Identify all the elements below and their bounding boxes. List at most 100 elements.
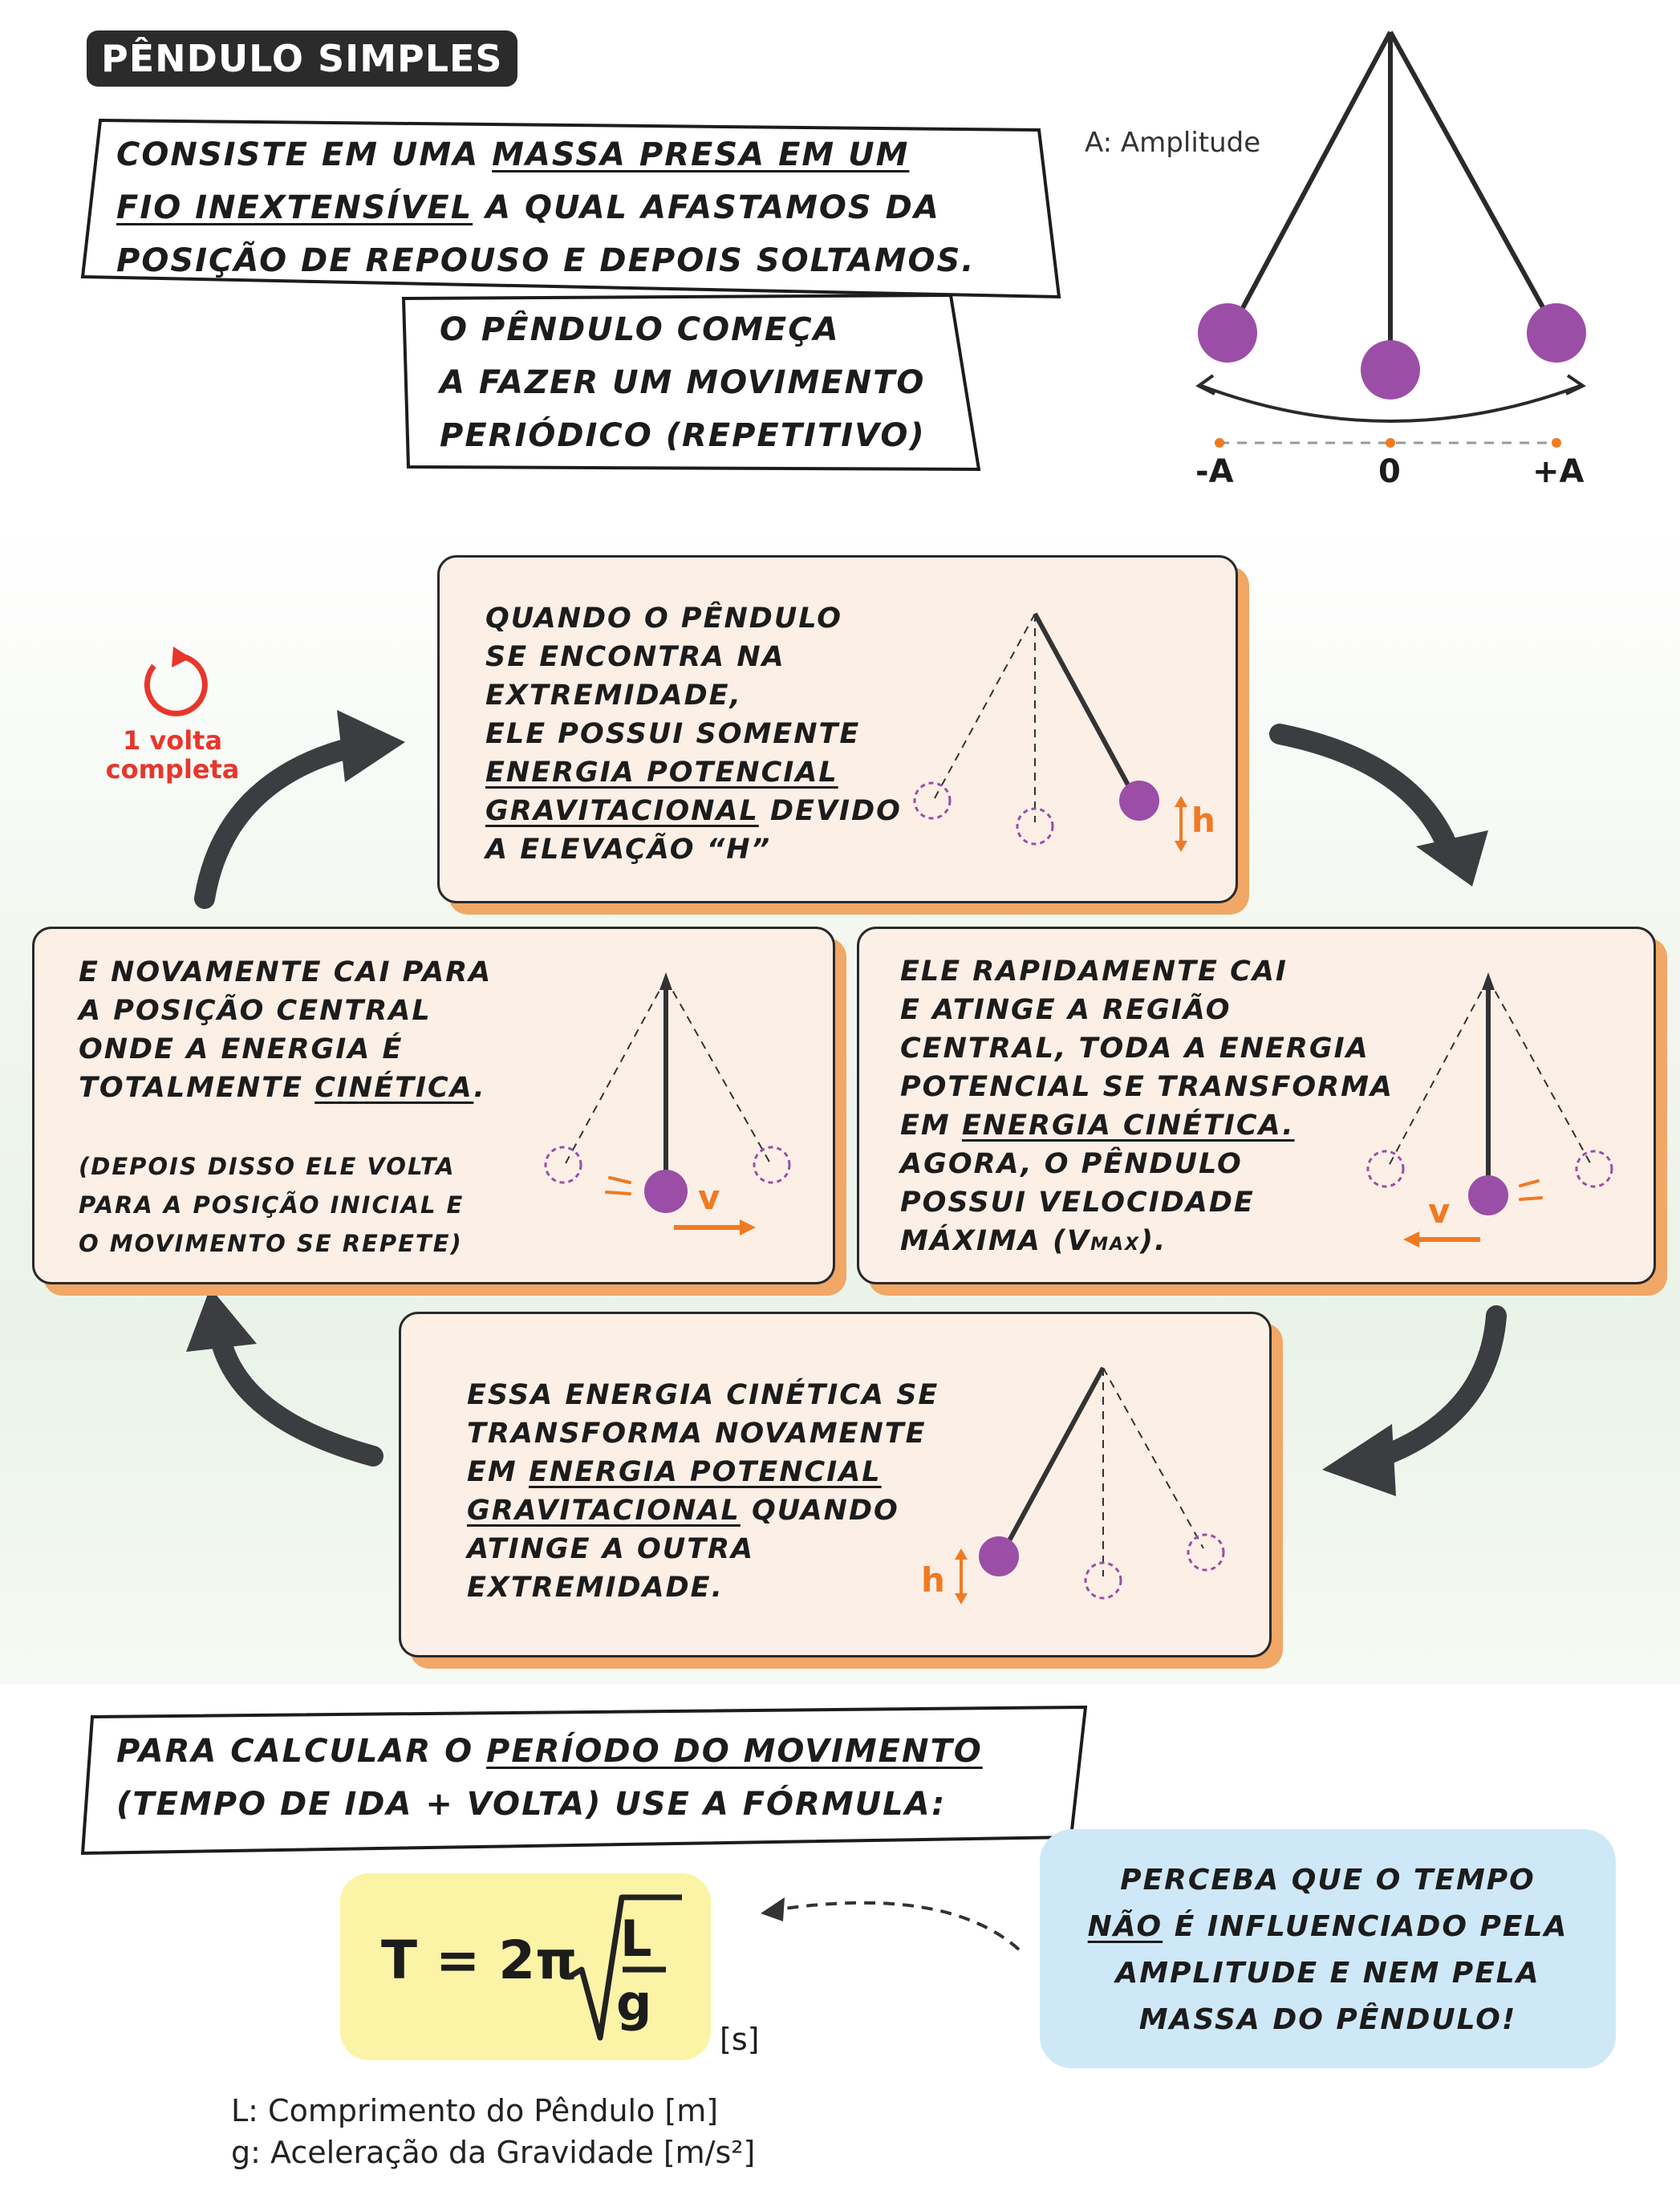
definition-highlight-string: fio inextensível xyxy=(116,189,473,226)
note-line2-end: é influenciado pela xyxy=(1163,1910,1568,1943)
card-left-pendulum xyxy=(544,972,791,1235)
period-line1-highlight: período do movimento xyxy=(486,1733,983,1770)
card-right-line8-start: máxima (V xyxy=(900,1225,1091,1257)
card-bottom-line5: atinge a outra xyxy=(467,1533,755,1565)
card-bottom-line2: transforma novamente xyxy=(467,1418,927,1450)
card-top-line2: se encontra na xyxy=(485,641,785,673)
periodic-text: O pêndulo começa a fazer um movimento pe… xyxy=(440,303,969,462)
card-right-line8-sub: max xyxy=(1090,1235,1140,1255)
card-top-line1: Quando o pêndulo xyxy=(485,602,843,635)
pendulum-string-left xyxy=(1229,30,1393,331)
note-text: Perceba que o tempo não é influenciado p… xyxy=(1059,1857,1597,2043)
swing-arc xyxy=(1199,383,1583,423)
period-line1-start: Para calcular o xyxy=(116,1733,487,1770)
pendulum-bob-left xyxy=(1198,303,1257,363)
pendulum-string-right xyxy=(1388,30,1557,331)
card-top-line3: extremidade, xyxy=(485,680,742,712)
cycle-arrows xyxy=(186,710,1507,1496)
arrow-to-top-head xyxy=(337,710,405,782)
card-left-note-line2: para a posição inicial e xyxy=(79,1191,465,1219)
card-left-text: E novamente cai para a posição central o… xyxy=(79,953,560,1107)
pendulum-bob-center xyxy=(1361,340,1420,400)
card-bottom-extreme xyxy=(399,1312,1272,1657)
card-bottom-line3-highlight: energia potencial xyxy=(528,1456,882,1488)
axis-point-zero xyxy=(1386,438,1395,448)
note-line2-highlight: não xyxy=(1087,1910,1163,1943)
pendulum-diagram xyxy=(1195,30,1586,448)
card-left-line2: a posição central xyxy=(79,995,432,1027)
card-top-h-label: h xyxy=(1191,801,1215,840)
card-bottom-line4-end: quando xyxy=(740,1495,899,1527)
formula-unit: [s] xyxy=(720,2022,760,2057)
axis-label-minus-a: -A xyxy=(1195,453,1234,490)
card-bottom-line3-start: em xyxy=(467,1456,529,1488)
period-line2: (tempo de ida + volta) use a fórmula: xyxy=(116,1786,947,1823)
definition-box-frame xyxy=(80,118,1061,299)
page-title: PÊNDULO SIMPLES xyxy=(87,30,517,87)
card-left-v-label: v xyxy=(698,1178,720,1217)
card-right-line5-highlight: energia cinética. xyxy=(961,1110,1295,1142)
axis-point-plus xyxy=(1552,438,1561,448)
card-top-extreme xyxy=(437,555,1238,903)
formula-denominator: g xyxy=(616,1974,652,2032)
axis-label-plus-a: +A xyxy=(1532,453,1585,490)
card-bottom-line4-highlight: gravitacional xyxy=(467,1495,741,1527)
card-top-line4: ele possui somente xyxy=(485,718,861,750)
note-box xyxy=(1040,1829,1616,2068)
card-right-pendulum xyxy=(1366,972,1613,1248)
formula-numerator: L xyxy=(620,1909,652,1968)
card-right-text: Ele rapidamente cai e atinge a região ce… xyxy=(900,952,1398,1264)
swing-arc-arrow-left xyxy=(1195,374,1215,396)
card-left-line3: onde a energia é xyxy=(79,1033,404,1065)
card-right-central xyxy=(857,927,1656,1284)
card-bottom-line1: Essa energia cinética se xyxy=(467,1379,939,1411)
definition-line3: posição de repouso e depois soltamos. xyxy=(116,242,976,279)
card-top-line6: gravitacional xyxy=(485,795,759,827)
arrow-to-top xyxy=(194,736,367,909)
periodic-box-frame xyxy=(401,293,981,472)
arrow-to-right xyxy=(1269,724,1463,869)
card-left-note-line1: (Depois disso ele volta xyxy=(79,1153,456,1180)
axis-label-zero: 0 xyxy=(1378,453,1401,490)
swing-arc-arrow-right xyxy=(1565,374,1586,396)
card-top-pendulum xyxy=(913,612,1187,852)
arrow-to-right-head xyxy=(1416,830,1488,886)
full-cycle-icon xyxy=(144,647,208,716)
formula-lhs: T = 2π xyxy=(381,1929,578,1991)
note-line3: amplitude e nem pela xyxy=(1115,1957,1540,1990)
card-top-text: Quando o pêndulo se encontra na extremid… xyxy=(485,599,935,869)
period-text: Para calcular o período do movimento (te… xyxy=(116,1725,1063,1831)
card-right-line1: Ele rapidamente cai xyxy=(900,955,1288,988)
card-right-line5-start: em xyxy=(900,1110,962,1142)
card-right-line8-end: ). xyxy=(1140,1225,1167,1257)
card-right-line2: e atinge a região xyxy=(900,994,1232,1026)
card-left-line4-end: . xyxy=(473,1072,486,1104)
card-bottom-pendulum xyxy=(955,1366,1225,1605)
formula-sqrt xyxy=(566,1894,682,2041)
card-left-line1: E novamente cai para xyxy=(79,956,493,988)
periodic-line1: O pêndulo começa xyxy=(440,311,840,348)
card-right-v-label: v xyxy=(1428,1191,1451,1231)
definition-gravity: g: Aceleração da Gravidade [m/s²] xyxy=(231,2135,756,2170)
periodic-line3: periódico (repetitivo) xyxy=(440,417,926,454)
axis-point-minus xyxy=(1215,438,1224,448)
arrow-to-left-head xyxy=(186,1288,257,1352)
card-top-line6-end: devido xyxy=(758,795,902,827)
card-bottom-h-label: h xyxy=(921,1560,945,1600)
definition-highlight-mass: massa presa em um xyxy=(492,136,910,173)
card-left-central xyxy=(32,927,835,1284)
card-right-line6: Agora, o pêndulo xyxy=(900,1148,1243,1180)
note-pointer-arrow xyxy=(761,1897,1021,1951)
full-cycle-label: 1 volta completa xyxy=(105,725,240,785)
card-bottom-line6: extremidade. xyxy=(467,1572,724,1604)
card-left-note-line3: o movimento se repete) xyxy=(79,1230,463,1257)
card-right-line4: potencial se transforma xyxy=(900,1071,1394,1103)
card-bottom-text: Essa energia cinética se transforma nova… xyxy=(467,1376,964,1607)
card-left-line4-highlight: cinética xyxy=(314,1072,474,1104)
definition-length: L: Comprimento do Pêndulo [m] xyxy=(231,2093,719,2128)
arrow-to-bottom xyxy=(1361,1305,1507,1471)
card-left-note: (Depois disso ele volta para a posição i… xyxy=(79,1147,528,1263)
note-line1: Perceba que o tempo xyxy=(1120,1864,1536,1897)
card-top-line7: a elevação “h” xyxy=(485,834,772,866)
arrow-to-bottom-head xyxy=(1322,1424,1396,1496)
